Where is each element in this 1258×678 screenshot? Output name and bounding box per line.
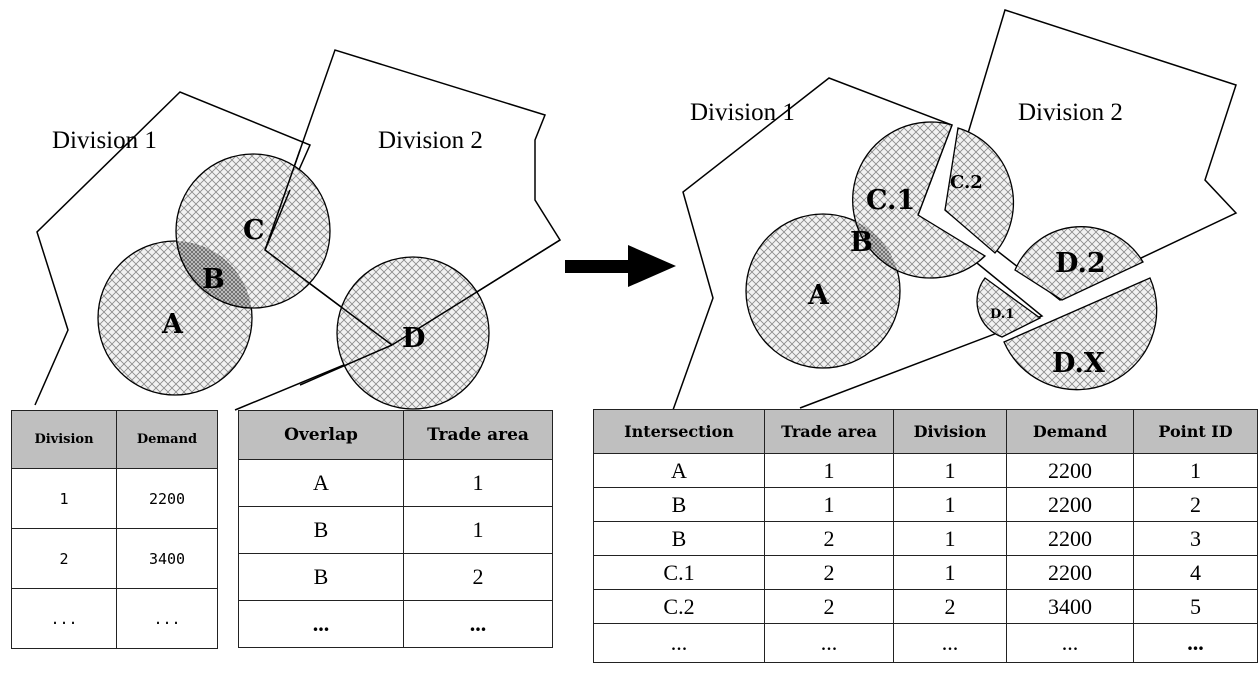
area-label-c1: C.1	[866, 185, 915, 216]
table-row: 2 3400	[11, 528, 218, 589]
trade-area-circle-a-right	[745, 213, 901, 369]
table-row: B 1 1 2200 2	[593, 487, 1258, 522]
table-cell: ...	[1133, 623, 1258, 663]
table-cell: B	[593, 521, 765, 556]
table-cell: 2	[764, 521, 894, 556]
table-cell: ...	[1006, 623, 1134, 663]
table-row: A 1 1 2200 1	[593, 453, 1258, 488]
table-cell: ...	[238, 600, 404, 648]
area-label-c: C	[243, 215, 265, 246]
region-d2	[1014, 226, 1144, 301]
table-cell: 2	[893, 589, 1007, 624]
column-header: Division	[11, 410, 117, 469]
table-cell: 2200	[1006, 487, 1134, 522]
table-row: A 1	[238, 459, 553, 507]
table-cell: 2200	[1006, 521, 1134, 556]
table-cell: A	[593, 453, 765, 488]
area-label-d: D	[402, 323, 425, 354]
table-cell: ...	[764, 623, 894, 663]
table-cell: 3	[1133, 521, 1258, 556]
table-cell: A	[238, 459, 404, 507]
left-diagram: Division 1 Division 2 A B C D	[34, 49, 562, 411]
table-cell: 1	[403, 459, 553, 507]
table-cell: 1	[893, 487, 1007, 522]
table-cell: 3400	[1006, 589, 1134, 624]
table-cell: B	[238, 553, 404, 601]
table-cell: 1	[1133, 453, 1258, 488]
column-header: Trade area	[764, 409, 894, 454]
table-cell: 2200	[1006, 555, 1134, 590]
table-cell: 1	[893, 453, 1007, 488]
table-header-row: Division Demand	[11, 410, 218, 469]
table-cell: 2	[403, 553, 553, 601]
area-label-b-right: B	[850, 227, 873, 258]
overlap-trade-area-table: Overlap Trade area A 1 B 1 B 2 ... ...	[238, 410, 553, 648]
division-demand-table: Division Demand 1 2200 2 3400 ... ...	[11, 410, 218, 649]
area-label-a-right: A	[807, 280, 830, 311]
area-label-a: A	[161, 309, 184, 340]
table-cell: ...	[11, 588, 117, 649]
table-cell: ...	[116, 588, 218, 649]
table-cell: 1	[11, 468, 117, 529]
column-header: Trade area	[403, 410, 553, 460]
table-cell: C.2	[593, 589, 765, 624]
table-cell: ...	[403, 600, 553, 648]
division-1-boundary-right	[672, 77, 1044, 411]
table-row: C.1 2 1 2200 4	[593, 555, 1258, 590]
area-label-dx: D.X	[1052, 348, 1105, 379]
table-cell: C.1	[593, 555, 765, 590]
area-label-c2: C.2	[950, 172, 983, 193]
table-header-row: Intersection Trade area Division Demand …	[593, 409, 1258, 454]
table-cell: 1	[893, 555, 1007, 590]
table-cell: B	[238, 506, 404, 554]
transform-arrow	[565, 245, 676, 287]
right-diagram: Division 1 Division 2 A B C.1 C.2 D.1 D.…	[672, 9, 1238, 411]
column-header: Intersection	[593, 409, 765, 454]
overlap-region-b	[175, 241, 252, 309]
table-cell: 2	[1133, 487, 1258, 522]
table-cell: 1	[403, 506, 553, 554]
column-header: Overlap	[238, 410, 404, 460]
column-header: Demand	[116, 410, 218, 469]
table-row: ... ... ... ... ...	[593, 623, 1258, 663]
division-2-label-left: Division 2	[378, 127, 483, 154]
area-label-b: B	[202, 264, 225, 295]
table-row: B 2	[238, 553, 553, 601]
division-2-label-right: Division 2	[1018, 99, 1123, 126]
table-cell: 4	[1133, 555, 1258, 590]
table-row: C.2 2 2 3400 5	[593, 589, 1258, 624]
table-row: ... ...	[238, 600, 553, 648]
table-cell: 2200	[116, 468, 218, 529]
table-cell: ...	[593, 623, 765, 663]
table-cell: 1	[893, 521, 1007, 556]
table-cell: 2	[764, 589, 894, 624]
column-header: Demand	[1006, 409, 1134, 454]
table-row: B 2 1 2200 3	[593, 521, 1258, 556]
division-1-label-left: Division 1	[52, 127, 157, 154]
area-label-d1: D.1	[990, 307, 1014, 322]
division-1-label-right: Division 1	[690, 99, 795, 126]
region-d1	[976, 277, 1042, 338]
area-label-d2: D.2	[1055, 248, 1106, 279]
table-cell: 3400	[116, 528, 218, 589]
column-header: Point ID	[1133, 409, 1258, 454]
table-cell: 1	[764, 487, 894, 522]
table-cell: 2	[11, 528, 117, 589]
table-row: B 1	[238, 506, 553, 554]
table-cell: 2	[764, 555, 894, 590]
region-c2	[944, 127, 1015, 254]
table-row: 1 2200	[11, 468, 218, 529]
table-header-row: Overlap Trade area	[238, 410, 553, 460]
table-cell: 2200	[1006, 453, 1134, 488]
table-cell: B	[593, 487, 765, 522]
table-row: ... ...	[11, 588, 218, 649]
table-cell: 5	[1133, 589, 1258, 624]
trade-area-circle-d	[336, 256, 490, 410]
table-cell: ...	[893, 623, 1007, 663]
region-dx	[1003, 277, 1158, 391]
table-cell: 1	[764, 453, 894, 488]
column-header: Division	[893, 409, 1007, 454]
intersection-table: Intersection Trade area Division Demand …	[593, 409, 1258, 663]
